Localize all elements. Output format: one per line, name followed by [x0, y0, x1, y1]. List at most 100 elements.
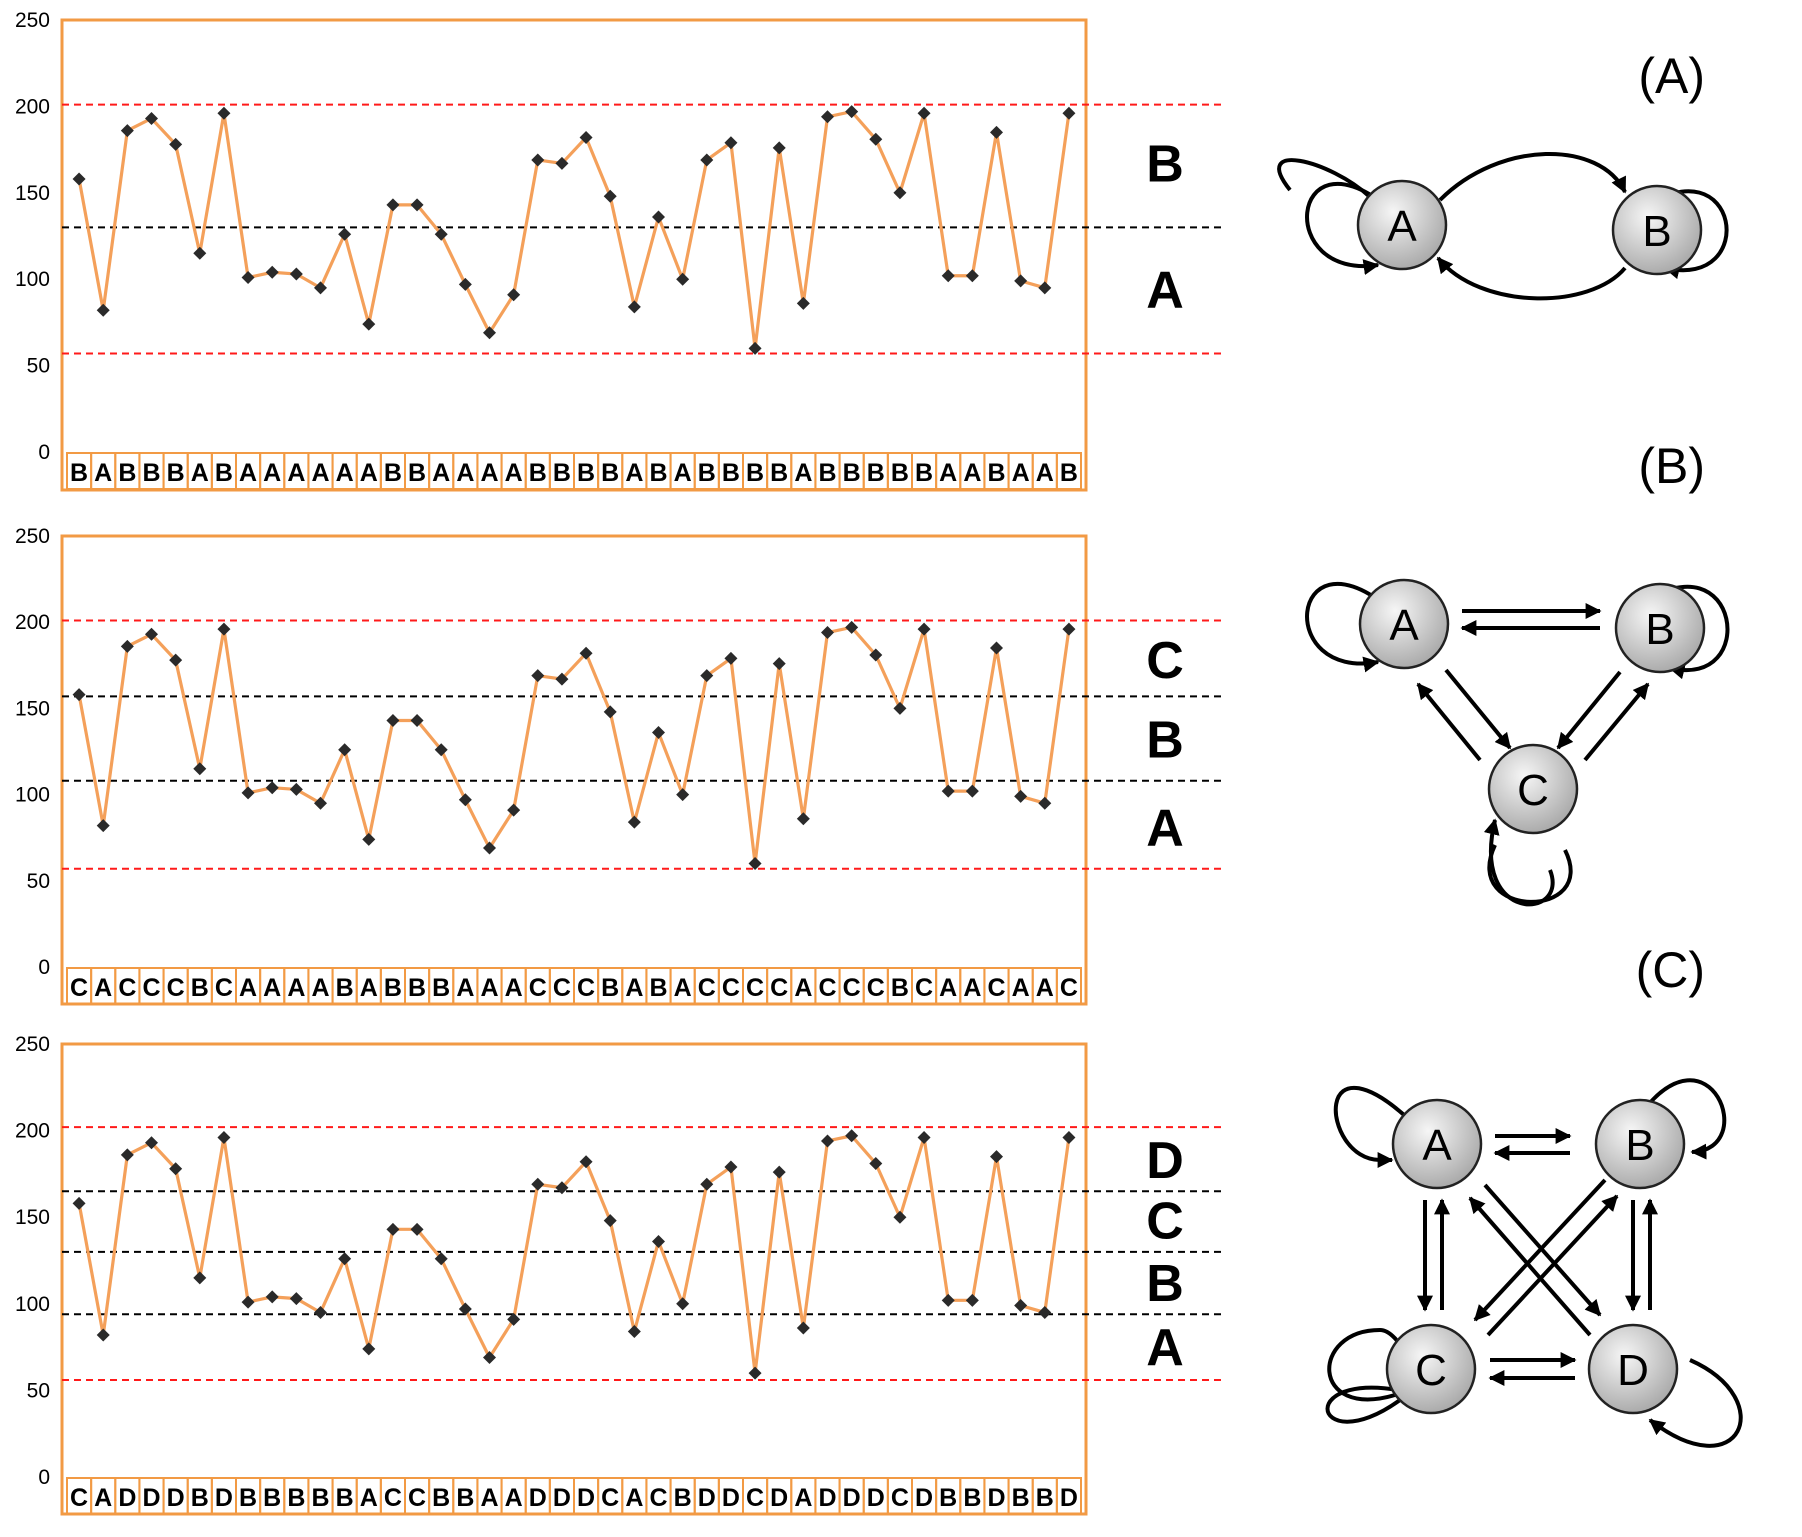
data-point — [386, 198, 400, 212]
symbol-label: B — [432, 974, 450, 1002]
data-point — [483, 1350, 496, 1364]
y-tick-label: 0 — [38, 1466, 50, 1489]
data-point — [410, 198, 424, 212]
node-a — [1356, 179, 1448, 271]
node-b-label: B — [1642, 207, 1671, 256]
symbol-label: B — [601, 459, 619, 487]
symbol-label: A — [963, 459, 981, 487]
data-point — [700, 153, 714, 167]
data-point — [796, 1321, 810, 1335]
data-point — [531, 153, 545, 167]
symbol-label: B — [118, 459, 136, 487]
series-line — [77, 625, 1071, 864]
node-d — [1587, 1323, 1679, 1415]
symbol-label: B — [456, 1484, 474, 1512]
data-point — [434, 743, 448, 757]
data-point — [72, 172, 86, 186]
data-point — [458, 1302, 472, 1316]
symbol-label: A — [360, 459, 378, 487]
data-point — [990, 1150, 1003, 1164]
data-point — [314, 796, 327, 810]
data-point — [990, 125, 1003, 139]
symbol-label: B — [939, 1484, 957, 1512]
symbol-label: B — [263, 1484, 281, 1512]
symbol-label: A — [94, 459, 112, 487]
series-line — [77, 109, 1071, 349]
plot-frame — [60, 18, 1088, 492]
data-point — [579, 131, 593, 145]
data-point — [627, 1325, 641, 1339]
symbol-label: A — [191, 459, 209, 487]
symbol-label: A — [263, 459, 281, 487]
y-tick-label: 100 — [15, 1293, 50, 1316]
symbol-label: B — [891, 974, 909, 1002]
edge-c-to-a — [1416, 682, 1482, 762]
edge-a-to-c — [1444, 668, 1512, 750]
y-tick-label: 150 — [15, 697, 50, 720]
symbol-label: A — [456, 459, 474, 487]
data-point — [410, 1222, 424, 1236]
edge-b-to-c — [1556, 670, 1622, 750]
data-point — [289, 782, 303, 796]
data-point — [627, 300, 641, 314]
symbol-label: D — [553, 1484, 571, 1512]
symbol-label: A — [794, 459, 812, 487]
data-point — [821, 626, 834, 640]
data-point — [169, 1162, 183, 1176]
data-point — [314, 281, 327, 295]
data-point — [652, 210, 665, 224]
data-point — [724, 1160, 738, 1174]
y-tick-label: 50 — [27, 1379, 50, 1402]
symbol-label: A — [939, 459, 957, 487]
symbol-label: A — [794, 1484, 812, 1512]
self-loop-a — [1305, 581, 1387, 673]
symbol-label: B — [674, 1484, 692, 1512]
data-point — [120, 1148, 134, 1162]
symbol-label: B — [770, 459, 788, 487]
symbol-label: B — [867, 459, 885, 487]
symbol-label: A — [505, 1484, 523, 1512]
symbol-label: D — [529, 1484, 547, 1512]
node-d-label: D — [1617, 1346, 1649, 1395]
symbol-label: A — [1036, 974, 1054, 1002]
data-point — [990, 641, 1003, 655]
symbol-label: B — [215, 459, 233, 487]
edge-c-to-b — [1583, 682, 1650, 762]
symbol-label: C — [770, 974, 788, 1002]
symbol-label: A — [625, 1484, 643, 1512]
self-loop-c — [1483, 818, 1555, 907]
data-point — [434, 227, 448, 241]
data-point — [120, 639, 134, 653]
band-label: A — [1146, 262, 1184, 320]
y-tick-label: 200 — [15, 1120, 50, 1143]
symbol-cell — [1055, 1477, 1083, 1515]
data-point — [700, 669, 714, 683]
symbol-label: B — [1012, 1484, 1030, 1512]
symbol-label: A — [94, 974, 112, 1002]
data-point — [603, 189, 617, 203]
data-point — [483, 326, 496, 340]
symbol-label: A — [360, 1484, 378, 1512]
symbol-label: C — [577, 974, 595, 1002]
symbol-label: A — [480, 1484, 498, 1512]
y-tick-label: 100 — [15, 268, 50, 291]
edge-b-to-a — [1436, 256, 1627, 301]
symbol-label: B — [408, 459, 426, 487]
self-loop-c — [1325, 1383, 1422, 1424]
data-point — [869, 132, 883, 146]
data-point — [893, 1210, 907, 1224]
symbol-label: A — [94, 1484, 112, 1512]
data-point — [1014, 789, 1028, 803]
band-label: A — [1146, 799, 1184, 857]
data-point — [169, 653, 183, 667]
data-point — [145, 1136, 158, 1150]
node-a-label: A — [1387, 202, 1417, 251]
diagram-a: (A) A B — [1277, 48, 1729, 301]
symbol-label: C — [384, 1484, 402, 1512]
data-point — [1038, 796, 1052, 810]
symbol-label: D — [770, 1484, 788, 1512]
data-point — [1038, 1305, 1052, 1319]
symbol-label: C — [746, 1484, 764, 1512]
symbol-label: C — [915, 974, 933, 1002]
